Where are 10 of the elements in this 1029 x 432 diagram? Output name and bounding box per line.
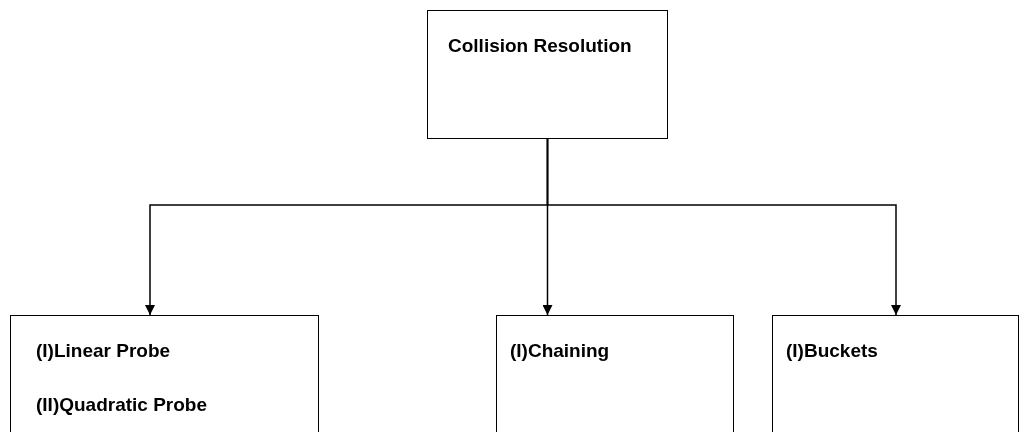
node-label: (I)Buckets — [786, 340, 878, 362]
arrow — [546, 138, 901, 316]
process-box — [427, 10, 668, 139]
node-label: (I)Linear Probe — [36, 340, 171, 362]
node-label: Collision Resolution — [448, 35, 632, 57]
process-box — [772, 315, 1019, 432]
process-box — [496, 315, 734, 432]
node-label: (I)Chaining — [510, 340, 610, 362]
process-box — [10, 315, 319, 432]
node-label: (II)Quadratic Probe — [36, 394, 208, 416]
